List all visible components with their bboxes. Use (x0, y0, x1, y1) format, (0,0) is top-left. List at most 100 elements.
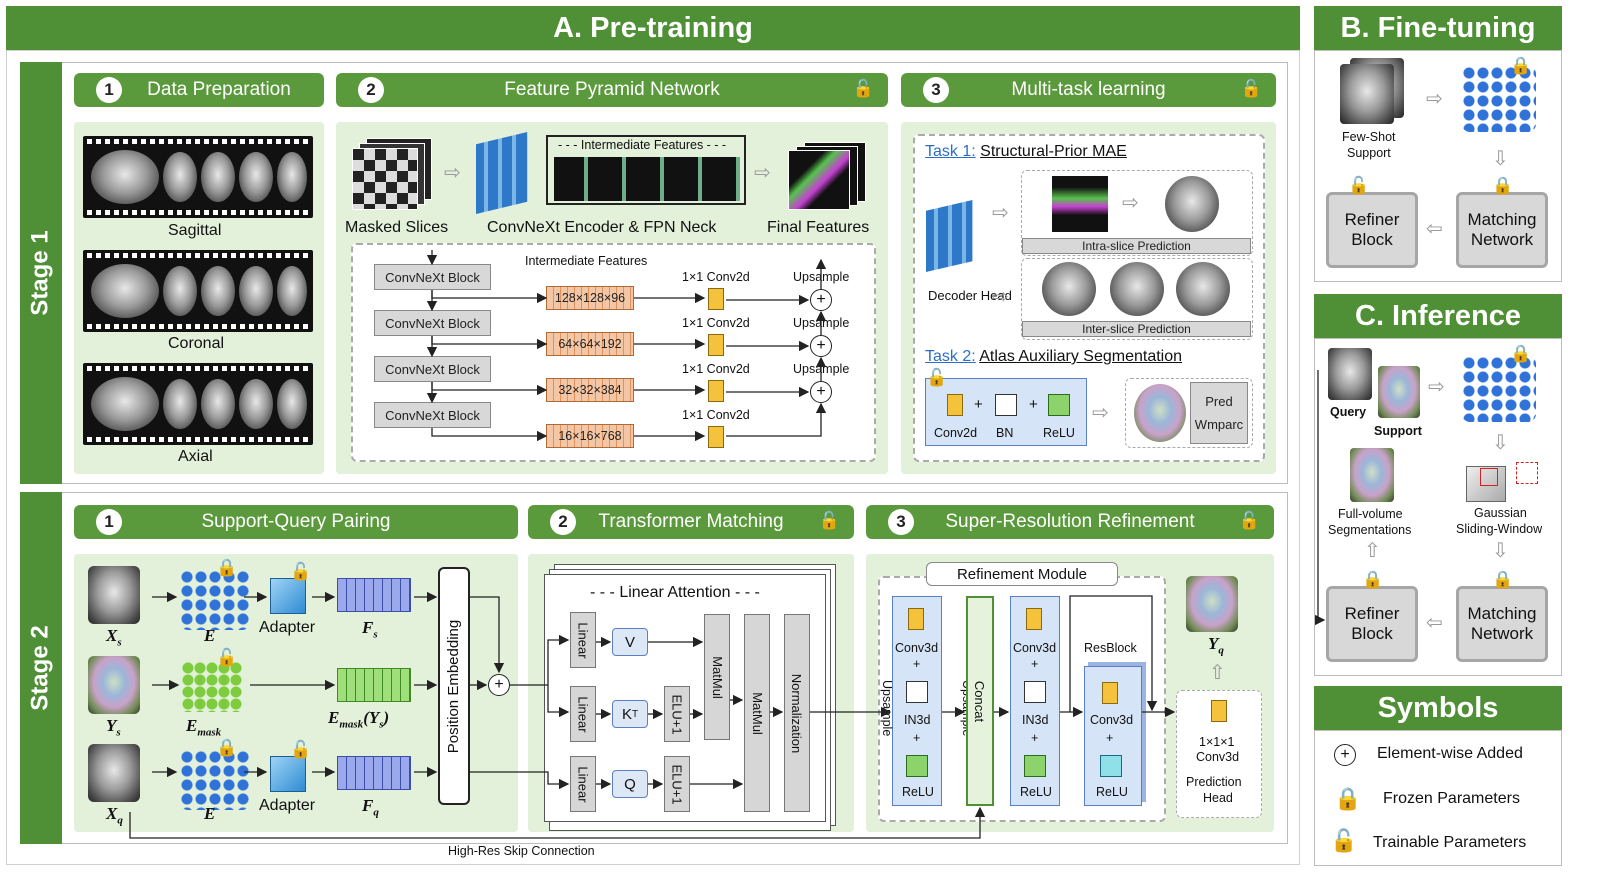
linear-attention-title: - - - Linear Attention - - - (590, 584, 760, 601)
prediction-head-label: Prediction (1186, 775, 1242, 789)
pred-label: Pred (1205, 394, 1233, 409)
inference-header: C. Inference (1314, 294, 1562, 338)
prediction-head-label-2: Head (1203, 791, 1233, 805)
lock-icon: 🔒 (1492, 570, 1514, 589)
upsample-label: Upsample (793, 316, 850, 330)
gaussian-label-2: Sliding-Window (1456, 522, 1543, 536)
linear-box: Linear (570, 612, 596, 668)
arrow: ⇨ (754, 162, 771, 184)
data-preparation-title: Data Preparation (147, 79, 291, 100)
down-arrow: ⇩ (1492, 432, 1509, 454)
plus-sign: + (1031, 657, 1039, 671)
decoder-icon (926, 200, 973, 272)
conv-label: 1×1 Conv2d (682, 362, 750, 376)
masked-slices-image (352, 138, 436, 210)
sagittal-label: Sagittal (168, 222, 222, 239)
pred-output-box (1125, 378, 1253, 448)
matmul-box: MatMul (744, 614, 770, 812)
xq-label: Xq (106, 804, 123, 827)
step-number: 3 (888, 509, 914, 535)
conv-label: 1×1 Conv2d (682, 408, 750, 422)
final-features-image (788, 142, 874, 210)
unlock-icon: 🔓 (926, 368, 948, 387)
conv-label: 1×1 Conv2d (682, 316, 750, 330)
conv3d-label: Conv3d (895, 641, 939, 655)
in3d-icon (906, 681, 928, 703)
conv-cube-icon (708, 334, 724, 356)
relu-icon (906, 755, 928, 777)
fq-label: Fq (362, 796, 379, 819)
trainable-label: Trainable Parameters (1373, 834, 1527, 851)
left-arrow: ⇦ (1426, 612, 1443, 634)
fewshot-support-image (1340, 58, 1408, 126)
plus-sign: + (1106, 731, 1114, 745)
plus-sign: + (913, 731, 921, 745)
lock-icon: 🔒 (1492, 176, 1514, 195)
finetuning-header: B. Fine-tuning (1314, 6, 1562, 50)
conv2d-label: Conv2d (934, 426, 978, 440)
task2-title: Task 2: Atlas Auxiliary Segmentation (925, 348, 1183, 365)
lock-icon: 🔒 (1510, 56, 1532, 75)
sliding-window-target (1516, 462, 1538, 484)
conv-cube-icon (708, 288, 724, 310)
mask-encoder-icon (182, 662, 242, 712)
transformer-header: 2 Transformer Matching 🔓 (528, 505, 854, 539)
fewshot-label: Few-Shot (1342, 130, 1396, 144)
unlock-icon: 🔓 (852, 79, 874, 98)
e-label: E (204, 626, 216, 645)
plus-sign: + (1029, 396, 1038, 413)
step-number: 1 (96, 77, 122, 103)
arrow: ⇨ (992, 286, 1009, 308)
pred-wmparc-box: Pred Wmparc (1190, 382, 1248, 444)
normalization-box: Normalization (784, 614, 810, 812)
relu-label: ReLU (1020, 785, 1052, 799)
arrow: ⇨ (1428, 376, 1445, 398)
plus-sign: + (974, 396, 983, 413)
convnext-block: ConvNeXt Block (374, 402, 491, 428)
lock-icon: 🔒 (216, 558, 238, 577)
step-number: 2 (358, 77, 384, 103)
relu-label: ReLU (1096, 785, 1128, 799)
add-symbol-icon: + (1334, 744, 1356, 766)
intra-slice-label: Intra-slice Prediction (1022, 238, 1251, 254)
feature-map: 16×16×768 (546, 424, 634, 448)
elu-box: ELU+1 (664, 686, 690, 742)
step-number: 1 (96, 509, 122, 535)
arrow: ⇨ (1122, 192, 1139, 214)
feature-map: 32×32×384 (546, 378, 634, 402)
fq-feature (337, 756, 411, 790)
refinement-title: Super-Resolution Refinement (945, 511, 1195, 532)
sliding-window-red (1480, 468, 1498, 486)
symbols-header: Symbols (1314, 686, 1562, 730)
axial-filmstrip (83, 363, 313, 445)
decoder-head-label: Decoder Head (928, 288, 1012, 303)
refinement-header: 3 Super-Resolution Refinement 🔓 (866, 505, 1274, 539)
upsample-label: Upsample (880, 680, 894, 737)
inference-title: C. Inference (1355, 299, 1521, 332)
down-arrow: ⇩ (1492, 540, 1509, 562)
pretraining-title: A. Pre-training (553, 11, 753, 44)
encoder-label: ConvNeXt Encoder & FPN Neck (487, 219, 717, 236)
adapter-label: Adapter (259, 797, 316, 814)
unlock-icon: 🔓 (216, 648, 238, 667)
emask-feature (337, 668, 411, 702)
refinement-module-label: Refinement Module (926, 562, 1118, 586)
encoder-icon (476, 132, 528, 214)
convnext-block: ConvNeXt Block (374, 310, 491, 336)
masked-slices-label: Masked Slices (345, 219, 449, 236)
unlock-icon: 🔓 (290, 740, 312, 759)
fewshot-label-2: Support (1347, 146, 1391, 160)
upsample-label-2: Upsample (946, 680, 974, 736)
lock-icon: 🔒 (1362, 570, 1384, 589)
adapter-cube (270, 756, 306, 792)
add-icon: + (488, 674, 510, 696)
xs-label: Xs (106, 626, 122, 649)
add-icon: + (810, 381, 832, 403)
unlock-icon: 🔓 (1238, 511, 1260, 530)
intra-slice-box (1021, 170, 1253, 256)
pairing-header: 1 Support-Query Pairing (74, 505, 518, 539)
relu-icon (1048, 394, 1070, 416)
coronal-filmstrip (83, 250, 313, 332)
